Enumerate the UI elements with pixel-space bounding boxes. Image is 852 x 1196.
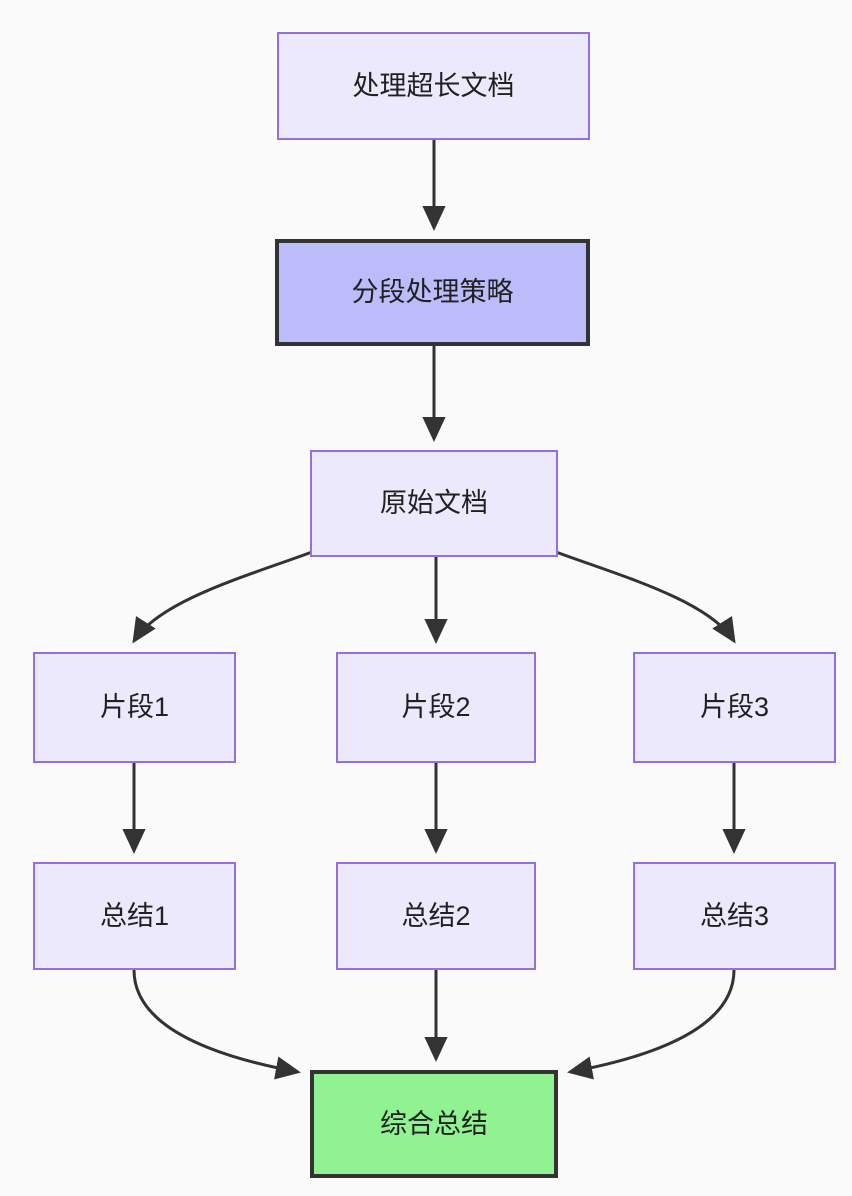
node-summary-1[interactable]: 总结1: [33, 862, 236, 970]
node-label: 处理超长文档: [352, 70, 515, 101]
node-process-long-document[interactable]: 处理超长文档: [277, 32, 590, 140]
edge-n7-n10: [132, 969, 301, 1080]
node-chunking-strategy[interactable]: 分段处理策略: [275, 239, 590, 346]
node-label: 片段2: [401, 692, 471, 723]
node-label: 总结1: [99, 900, 170, 931]
node-label: 原始文档: [380, 488, 488, 519]
edge-n3-n6: [555, 550, 736, 644]
node-label: 总结2: [401, 900, 471, 931]
node-comprehensive-summary[interactable]: 综合总结: [310, 1070, 558, 1178]
node-fragment-1[interactable]: 片段1: [33, 652, 236, 763]
edge-n3-n4: [132, 550, 313, 644]
node-summary-3[interactable]: 总结3: [633, 862, 836, 970]
node-label: 综合总结: [380, 1108, 488, 1139]
node-fragment-3[interactable]: 片段3: [633, 652, 836, 763]
edge-n9-n10: [567, 969, 736, 1080]
node-label: 总结3: [699, 900, 770, 931]
node-label: 片段3: [699, 692, 770, 723]
node-label: 片段1: [99, 692, 170, 723]
node-summary-2[interactable]: 总结2: [336, 862, 536, 970]
node-original-document[interactable]: 原始文档: [310, 450, 558, 557]
node-fragment-2[interactable]: 片段2: [336, 652, 536, 763]
node-label: 分段处理策略: [351, 277, 514, 308]
